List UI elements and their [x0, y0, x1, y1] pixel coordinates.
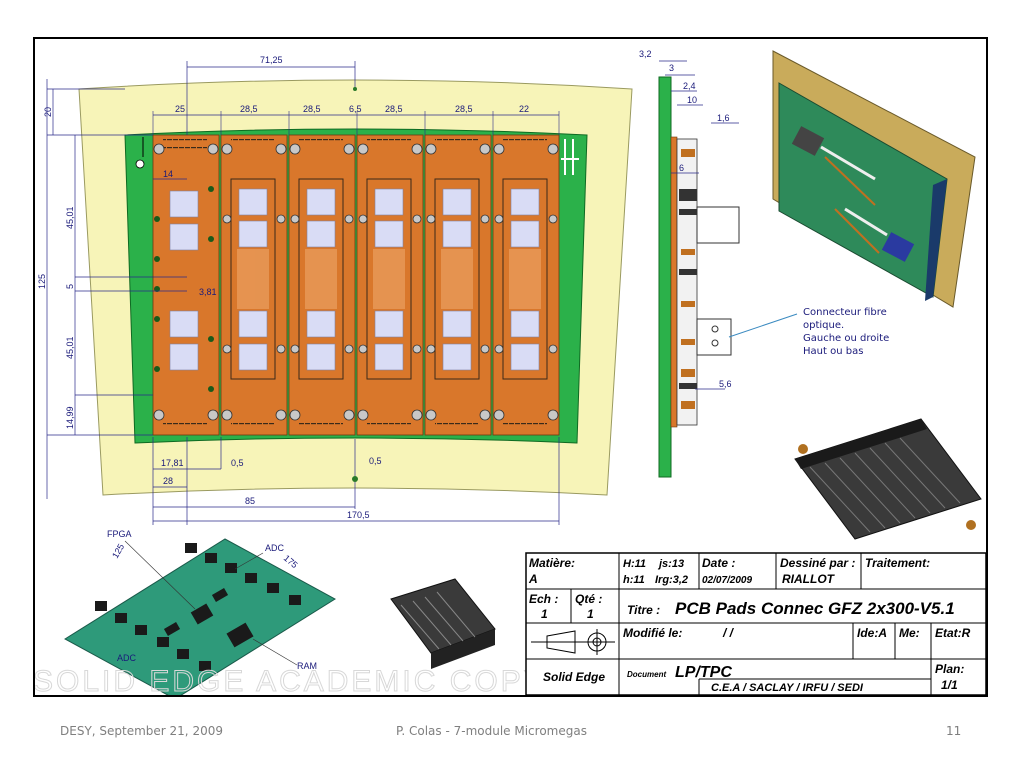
tb-h11b: h:11: [623, 574, 645, 586]
tb-dessine-label: Dessiné par :: [780, 556, 855, 570]
projection-symbol-icon: [531, 629, 615, 655]
module-1: [152, 134, 220, 436]
dim-bottom-28: 28: [163, 476, 173, 486]
dim-total-height: 125: [37, 274, 47, 289]
watermark: SOLID EDGE ACADEMIC COPY: [35, 665, 547, 695]
tb-ech-value: 1: [541, 607, 548, 621]
technical-drawing: 71,25 25 28,5 28,5 6,5 28,5 28,5 22 20 1…: [33, 37, 988, 697]
tb-ide: Ide:A: [857, 626, 887, 640]
front-view: [78, 79, 633, 496]
dim-col-2: 28,5: [240, 104, 258, 114]
tb-date-label: Date :: [702, 556, 735, 570]
tb-modifie-label: Modifié le:: [623, 626, 682, 640]
dim-bottom-170-5: 170,5: [347, 510, 370, 520]
label-fpga: FPGA: [107, 529, 132, 539]
tb-modifie-value: / /: [722, 626, 735, 640]
page-number: 11: [946, 724, 962, 738]
tb-dessine-value: RIALLOT: [782, 572, 836, 586]
dim-side-3: 3: [669, 63, 674, 73]
dim-side-6: 6: [679, 163, 684, 173]
connector-small-3d: [390, 578, 496, 669]
dim-side-5-6: 5,6: [719, 379, 732, 389]
front-dimensions: 71,25 25 28,5 28,5 6,5 28,5 28,5 22 20 1…: [37, 55, 560, 525]
dim-side-2-4: 2,4: [683, 81, 696, 91]
dim-top-width: 71,25: [260, 55, 283, 65]
label-ram: RAM: [297, 661, 317, 671]
tb-irg: Irg:3,2: [655, 574, 688, 586]
dim-seg-4: 14,99: [65, 406, 75, 429]
dim-side-1-6: 1,6: [717, 113, 730, 123]
drawing-canvas: 71,25 25 28,5 28,5 6,5 28,5 28,5 22 20 1…: [35, 49, 986, 695]
label-adc-top: ADC: [265, 543, 285, 553]
tb-h11: H:11: [623, 558, 646, 570]
tb-matiere-label: Matière:: [529, 556, 575, 570]
dim-seg-1: 45,01: [65, 206, 75, 229]
tb-ech-label: Ech :: [529, 592, 558, 606]
tb-date-value: 02/07/2009: [702, 575, 752, 586]
connector-note-3: Gauche ou droite: [803, 333, 889, 344]
side-view: 3,2 3 2,4 10 1,6 6 5,6 Connecteur fibre …: [639, 49, 889, 478]
tb-traitement-label: Traitement:: [865, 556, 930, 570]
dim-bottom-17-81: 17,81: [161, 458, 184, 468]
tb-plan-value: 1/1: [941, 678, 958, 692]
dim-bottom-0-5a: 0,5: [231, 458, 244, 468]
tb-plan-label: Plan:: [935, 662, 964, 676]
tb-etat: Etat:R: [935, 626, 971, 640]
tb-qte-label: Qté :: [575, 592, 602, 606]
connector-note-1: Connecteur fibre: [803, 307, 887, 318]
dim-iso-125: 125: [110, 542, 126, 560]
tb-js13: js:13: [657, 558, 684, 570]
dim-small-3-81: 3,81: [199, 287, 217, 297]
dim-col-4: 6,5: [349, 104, 362, 114]
dim-side-10: 10: [687, 95, 697, 105]
tb-qte-value: 1: [587, 607, 594, 621]
title-block: Matière: A H:11 js:13 h:11 Irg:3,2 Date …: [525, 552, 986, 695]
dim-iso-175: 175: [282, 553, 300, 570]
dim-col-1: 25: [175, 104, 185, 114]
tb-software: Solid Edge: [543, 670, 605, 684]
tb-me: Me:: [899, 626, 920, 640]
label-adc-bottom: ADC: [117, 653, 137, 663]
detector-modules: [152, 134, 560, 436]
tb-titre-value: PCB Pads Connec GFZ 2x300-V5.1: [675, 599, 955, 618]
connector-note-4: Haut ou bas: [803, 346, 863, 357]
tb-document-value: LP/TPC: [675, 664, 732, 681]
connector-note-2: optique.: [803, 320, 844, 331]
dim-col-5: 28,5: [385, 104, 403, 114]
footer-left: DESY, September 21, 2009: [60, 724, 223, 738]
tb-document-label: Document: [627, 670, 666, 679]
dim-col-6: 28,5: [455, 104, 473, 114]
dim-bottom-0-5b: 0,5: [369, 456, 382, 466]
dim-seg-3: 45,01: [65, 336, 75, 359]
tb-titre-label: Titre :: [627, 603, 660, 617]
dim-col-7: 22: [519, 104, 529, 114]
dim-bottom-85: 85: [245, 496, 255, 506]
tb-matiere-value: A: [528, 572, 538, 586]
tb-org: C.E.A / SACLAY / IRFU / SEDI: [711, 682, 864, 694]
iso-board-view: [772, 50, 976, 308]
footer-center: P. Colas - 7-module Micromegas: [396, 724, 587, 738]
dim-seg-2: 5: [65, 284, 75, 289]
dim-col-3: 28,5: [303, 104, 321, 114]
dim-side-3-2: 3,2: [639, 49, 652, 59]
dim-left-margin: 20: [43, 107, 53, 117]
connector-3d: [794, 418, 982, 540]
dim-small-14: 14: [163, 169, 173, 179]
